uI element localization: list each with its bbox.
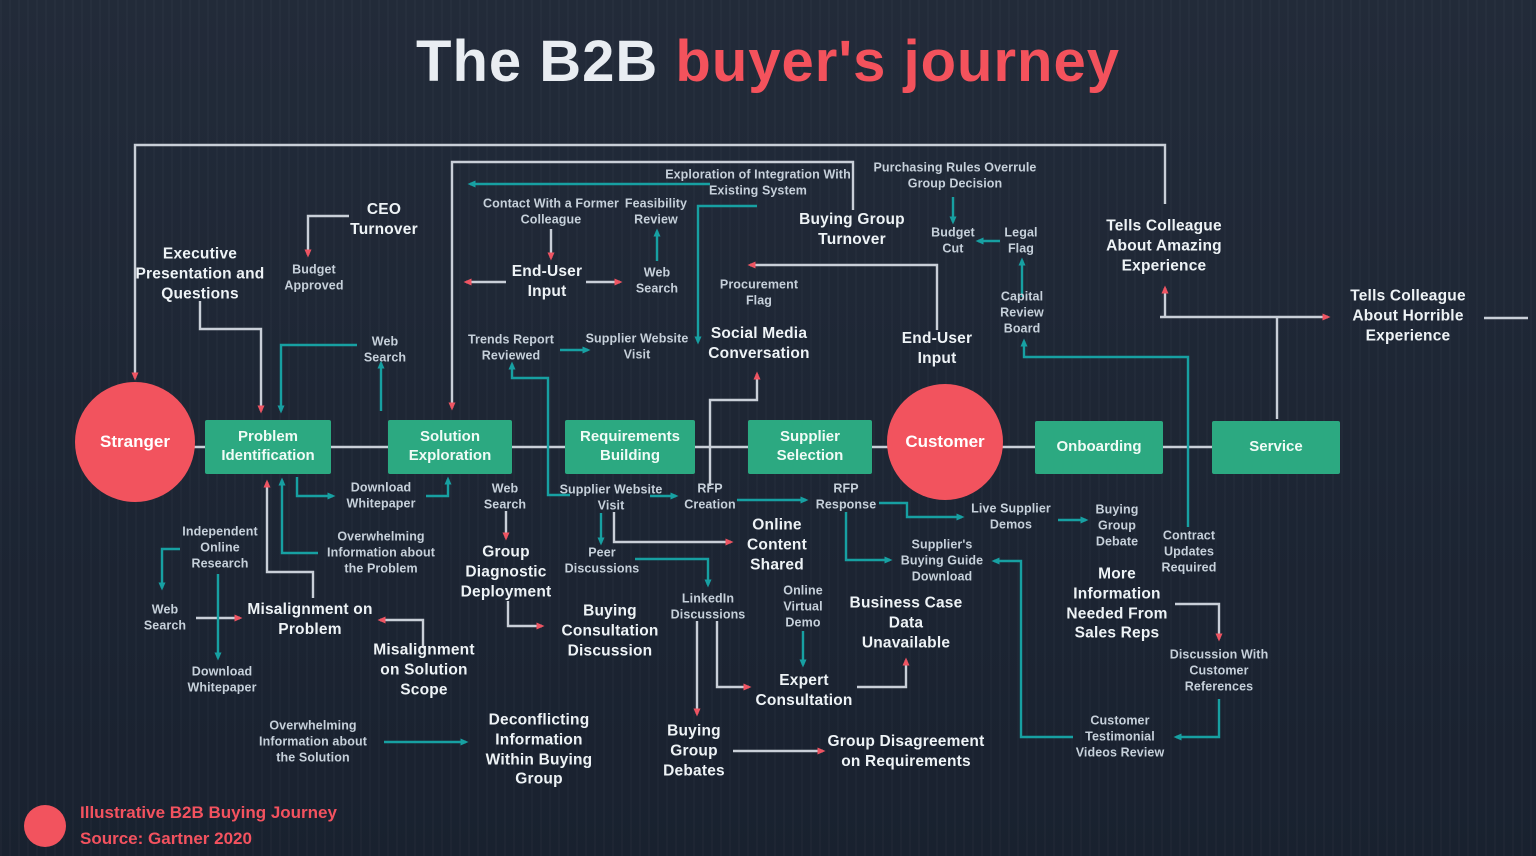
edge-connector: [448, 160, 855, 411]
label-overwhelming-information-about-the-problem: Overwhelming Information about the Probl…: [327, 529, 435, 575]
edge-connector: [612, 512, 734, 546]
label-capital-review-board: Capital Review Board: [1000, 289, 1044, 335]
label-group-disagreement-on-requirements: Group Disagreement on Requirements: [827, 733, 985, 770]
page-title: The B2B buyer's journey: [0, 28, 1536, 95]
edge-connector: [879, 501, 965, 521]
label-supplier-website-visit: Supplier Website Visit: [585, 331, 689, 361]
edge-connector: [158, 547, 180, 591]
edge-connector: [277, 343, 357, 414]
edge-connector: [844, 512, 893, 564]
label-end-user-input: End-User Input: [901, 330, 973, 367]
edge-connector: [991, 557, 1073, 739]
edge-connector: [1020, 338, 1190, 527]
edge-connector: [304, 214, 349, 258]
label-misalignment-on-solution-scope: Misalignment on Solution Scope: [373, 641, 475, 698]
edge-connector: [1175, 602, 1223, 642]
stage-requirements-building: Requirements Building: [565, 420, 695, 474]
label-web-search: Web Search: [363, 334, 407, 364]
edge-connector: [506, 601, 545, 630]
legend-line2: Source: Gartner 2020: [80, 829, 252, 849]
node-customer: Customer: [887, 384, 1003, 500]
label-download-whitepaper: Download Whitepaper: [346, 480, 416, 510]
label-more-information-needed-from-sales-reps: More Information Needed From Sales Reps: [1066, 565, 1168, 642]
label-overwhelming-information-about-the-solution: Overwhelming Information about the Solut…: [259, 718, 367, 764]
title-highlight: buyer's journey: [675, 29, 1120, 94]
edge-connector: [198, 301, 265, 414]
label-group-diagnostic-deployment: Group Diagnostic Deployment: [460, 543, 552, 600]
edge-connector: [263, 479, 315, 598]
label-buying-group-debate: Buying Group Debate: [1095, 502, 1139, 548]
label-buying-group-debates: Buying Group Debates: [663, 722, 725, 779]
label-deconflicting-information-within-buying-group: Deconflicting Information Within Buying …: [485, 711, 593, 788]
label-purchasing-rules-overrule-group-decision: Purchasing Rules Overrule Group Decision: [873, 160, 1037, 190]
label-budget-cut: Budget Cut: [931, 225, 975, 255]
label-download-whitepaper: Download Whitepaper: [187, 664, 257, 694]
label-rfp-response: RFP Response: [815, 481, 877, 511]
label-online-virtual-demo: Online Virtual Demo: [783, 583, 823, 629]
edge-connector: [857, 657, 910, 689]
label-budget-approved: Budget Approved: [284, 262, 344, 292]
edge-connector: [295, 477, 336, 500]
edge-connector: [635, 557, 712, 588]
label-web-search: Web Search: [635, 265, 679, 295]
label-tells-colleague-about-horrible-experience: Tells Colleague About Horrible Experienc…: [1350, 287, 1466, 344]
legend-text: Illustrative B2B Buying Journey Source: …: [80, 800, 337, 853]
label-buying-group-turnover: Buying Group Turnover: [799, 211, 905, 248]
label-discussion-with-customer-references: Discussion With Customer References: [1169, 647, 1269, 693]
label-buying-consultation-discussion: Buying Consultation Discussion: [561, 602, 659, 659]
edge-connector: [747, 261, 939, 330]
edge-connector: [1173, 699, 1221, 741]
edge-connector: [708, 371, 761, 486]
label-social-media-conversation: Social Media Conversation: [708, 325, 810, 362]
label-supplier-s-buying-guide-download: Supplier's Buying Guide Download: [900, 537, 984, 583]
label-contact-with-a-former-colleague: Contact With a Former Colleague: [482, 196, 620, 226]
legend-dot-icon: [24, 805, 66, 848]
edge-connector: [426, 476, 452, 498]
stage-supplier-selection: Supplier Selection: [748, 420, 872, 474]
label-feasibility-review: Feasibility Review: [624, 196, 688, 226]
label-business-case-data-unavailable: Business Case Data Unavailable: [849, 594, 963, 651]
label-independent-online-research: Independent Online Research: [182, 524, 258, 570]
label-legal-flag: Legal Flag: [1004, 225, 1038, 255]
legend-line1: Illustrative B2B Buying Journey: [80, 803, 337, 822]
label-web-search: Web Search: [143, 602, 187, 632]
label-online-content-shared: Online Content Shared: [747, 516, 807, 573]
label-misalignment-on-problem: Misalignment on Problem: [247, 601, 373, 638]
title-prefix: The B2B: [416, 29, 676, 94]
label-customer-testimonial-videos-review: Customer Testimonial Videos Review: [1075, 713, 1165, 759]
label-executive-presentation-and-questions: Executive Presentation and Questions: [135, 245, 265, 302]
label-exploration-of-integration-with-existing-system: Exploration of Integration With Existing…: [665, 167, 851, 197]
label-web-search: Web Search: [483, 481, 527, 511]
edge-connector: [508, 361, 570, 497]
stage-problem-identification: Problem Identification: [205, 420, 331, 474]
label-peer-discussions: Peer Discussions: [564, 545, 640, 575]
edge-connector: [131, 143, 1167, 381]
stage-service: Service: [1212, 421, 1340, 474]
node-stranger: Stranger: [75, 382, 195, 502]
label-supplier-website-visit: Supplier Website Visit: [559, 482, 663, 512]
legend: Illustrative B2B Buying Journey Source: …: [24, 800, 337, 853]
stage-onboarding: Onboarding: [1035, 421, 1163, 474]
edge-connector: [278, 477, 318, 555]
edge-connector: [694, 204, 757, 345]
label-procurement-flag: Procurement Flag: [719, 277, 799, 307]
edge-connector: [377, 616, 425, 648]
label-expert-consultation: Expert Consultation: [755, 672, 853, 709]
label-ceo-turnover: CEO Turnover: [350, 201, 418, 238]
label-contract-updates-required: Contract Updates Required: [1161, 528, 1217, 574]
label-live-supplier-demos: Live Supplier Demos: [971, 501, 1051, 531]
label-linkedin-discussions: LinkedIn Discussions: [670, 591, 746, 621]
label-rfp-creation: RFP Creation: [684, 481, 736, 511]
label-tells-colleague-about-amazing-experience: Tells Colleague About Amazing Experience: [1106, 217, 1222, 274]
label-trends-report-reviewed: Trends Report Reviewed: [467, 332, 555, 362]
label-end-user-input: End-User Input: [511, 263, 583, 300]
stage-solution-exploration: Solution Exploration: [388, 420, 512, 474]
edge-connector: [715, 621, 752, 691]
